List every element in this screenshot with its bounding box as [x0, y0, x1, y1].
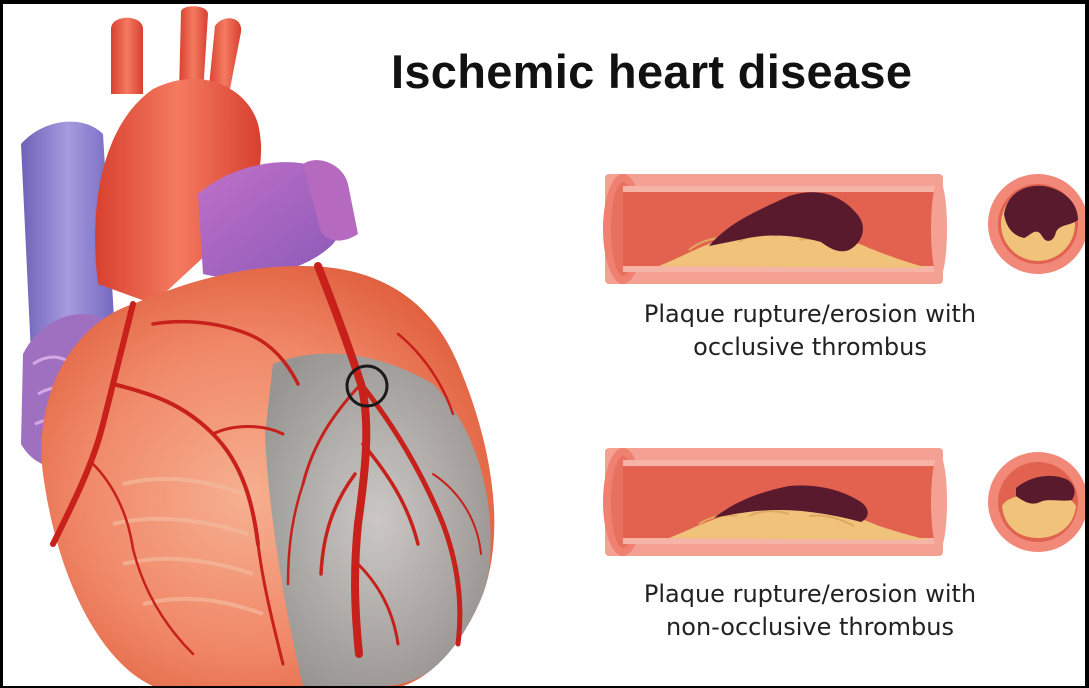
cross-section-svg — [986, 444, 1085, 566]
heart-illustration — [3, 4, 563, 686]
caption-line-2: occlusive thrombus — [600, 331, 1020, 364]
caption-occlusive: Plaque rupture/erosion with occlusive th… — [600, 298, 1020, 364]
artery-cross-section-non-occlusive — [986, 444, 1085, 566]
page-title: Ischemic heart disease — [391, 44, 912, 99]
artery-longitudinal-section-non-occlusive — [599, 444, 947, 560]
slide: Ischemic heart disease — [3, 4, 1085, 686]
artery-section-svg — [599, 444, 947, 560]
cross-section-svg — [986, 164, 1085, 286]
artery-cross-section-occlusive — [986, 164, 1085, 286]
artery-longitudinal-section-occlusive — [599, 170, 947, 288]
caption-line-2: non-occlusive thrombus — [600, 611, 1020, 644]
caption-line-1: Plaque rupture/erosion with — [600, 298, 1020, 331]
artery-section-svg — [599, 170, 947, 288]
caption-non-occlusive: Plaque rupture/erosion with non-occlusiv… — [600, 578, 1020, 644]
caption-line-1: Plaque rupture/erosion with — [600, 578, 1020, 611]
